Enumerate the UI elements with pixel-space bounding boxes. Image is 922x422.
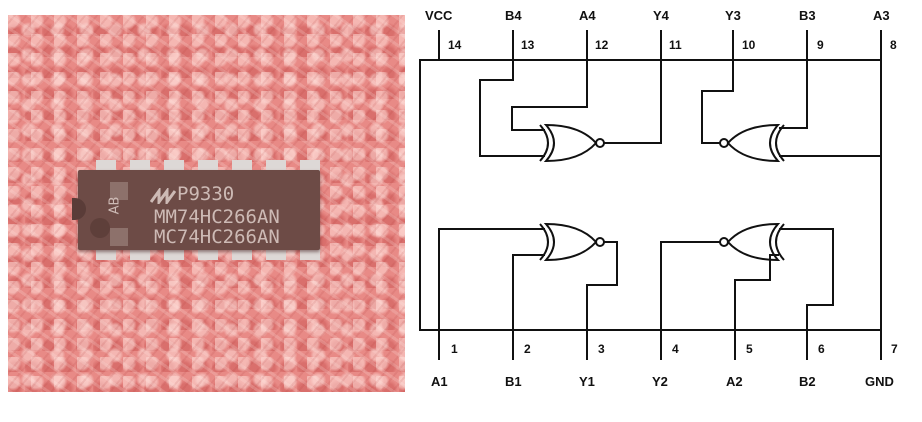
pin-label: B4 <box>505 8 522 23</box>
pin-label: A2 <box>726 374 743 389</box>
chip-leg <box>198 160 218 172</box>
pin-number: 11 <box>669 38 682 52</box>
pin-label: A3 <box>873 8 890 23</box>
chip-leg <box>130 248 150 260</box>
chip-leg <box>266 248 286 260</box>
chip-leg <box>164 160 184 172</box>
ic-chip: AB P9330 MM74HC266AN MC74HC266AN <box>72 170 320 250</box>
wire-b1 <box>512 254 545 330</box>
wire-y3 <box>701 60 734 144</box>
chip-leg <box>130 160 150 172</box>
pin-label: Y1 <box>579 374 595 389</box>
pin-number: 8 <box>890 38 897 52</box>
wire-a3 <box>779 60 882 157</box>
chip-leg <box>232 248 252 260</box>
pin-number: 14 <box>448 38 462 52</box>
chip-notch <box>72 198 86 220</box>
xnor-gate-2 <box>719 222 785 262</box>
date-code: P9330 <box>177 183 235 205</box>
wire-a2 <box>734 254 779 330</box>
pin-label: Y3 <box>725 8 741 23</box>
part-number-2: MC74HC266AN <box>154 226 280 248</box>
pin-label: A1 <box>431 374 448 389</box>
xnor-gate-3 <box>719 123 785 163</box>
pin-number: 7 <box>891 342 898 356</box>
chip-leg <box>96 248 116 260</box>
chip-leg <box>198 248 218 260</box>
wire-a4 <box>511 60 588 131</box>
chip-leg <box>300 248 320 260</box>
ns-logo-icon <box>150 188 176 204</box>
wire-b3 <box>779 60 808 129</box>
xnor-gate-4 <box>539 123 605 163</box>
pin1-dot <box>90 218 110 238</box>
wire-a1 <box>438 228 545 330</box>
chip-leg <box>96 160 116 172</box>
pin-number: 2 <box>524 342 531 356</box>
pin-number: 9 <box>817 38 824 52</box>
pin-label: B2 <box>799 374 816 389</box>
pin-number: 5 <box>746 342 753 356</box>
pin-label: Y2 <box>652 374 668 389</box>
pin-number: 4 <box>672 342 679 356</box>
mark-square <box>110 182 128 200</box>
package-outline <box>419 59 882 331</box>
wire-b4 <box>479 60 545 157</box>
chip-leg <box>232 160 252 172</box>
part-number-1: MM74HC266AN <box>154 206 280 228</box>
chip-photo: AB P9330 MM74HC266AN MC74HC266AN <box>8 15 405 392</box>
wire-b2 <box>779 228 834 330</box>
wire-y1 <box>586 241 618 330</box>
pin-label: B1 <box>505 374 522 389</box>
pin-label: Y4 <box>653 8 670 23</box>
pin-number: 3 <box>598 342 605 356</box>
pin-number: 1 <box>451 342 458 356</box>
wire-y4 <box>604 60 662 144</box>
pin-label: GND <box>865 374 894 389</box>
bottom-pin-lines <box>438 330 882 360</box>
mark-square <box>110 228 128 246</box>
pin-number: 10 <box>742 38 756 52</box>
side-mark: AB <box>107 196 123 215</box>
xnor-gate-1 <box>539 222 605 262</box>
wire-y2 <box>660 241 720 330</box>
top-pin-lines <box>438 30 882 60</box>
pin-label: A4 <box>579 8 596 23</box>
chip-leg <box>164 248 184 260</box>
pin-label: B3 <box>799 8 816 23</box>
pin-label: VCC <box>425 8 453 23</box>
pin-number: 13 <box>521 38 535 52</box>
pin-number: 12 <box>595 38 609 52</box>
chip-leg <box>300 160 320 172</box>
pin-number: 6 <box>818 342 825 356</box>
chip-leg <box>266 160 286 172</box>
